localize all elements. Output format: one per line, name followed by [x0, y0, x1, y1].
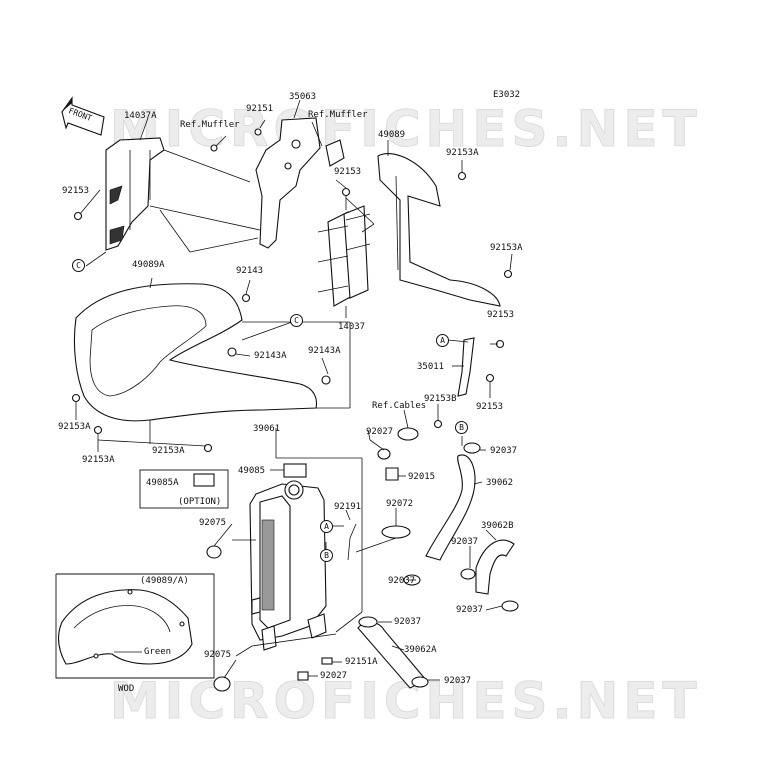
label-92153A-1: 92153A	[446, 148, 479, 158]
label-92191: 92191	[334, 502, 362, 512]
clamp-92037-top	[463, 442, 481, 454]
label-92143: 92143	[236, 266, 264, 276]
label-92153A-3: 92153A	[58, 422, 91, 432]
hose-39062B	[475, 539, 515, 595]
label-92015: 92015	[408, 472, 436, 482]
label-92072: 92072	[386, 499, 414, 509]
label-ref-muffler-1: Ref.Muffler	[180, 120, 240, 130]
label-92075-2: 92075	[204, 650, 232, 660]
label-92027-2: 92027	[320, 671, 348, 681]
marker-B-top: B	[455, 421, 468, 434]
label-92037-5: 92037	[394, 617, 422, 627]
watermark-top: MICROFICHES.NET	[110, 100, 702, 159]
marker-B-radiator: B	[320, 549, 333, 562]
label-92153-4: 92153	[476, 402, 504, 412]
label-92151A: 92151A	[345, 657, 378, 667]
damper-49085A	[193, 473, 215, 487]
label-92153-2: 92153	[334, 167, 362, 177]
stay-35011	[457, 337, 475, 397]
label-49089A: 49089A	[132, 260, 165, 270]
radiator-shroud-49089A	[73, 283, 318, 422]
marker-C-left: C	[72, 259, 85, 272]
option-box	[139, 469, 229, 509]
label-35011: 35011	[417, 362, 445, 372]
label-92151: 92151	[246, 104, 274, 114]
bolt-set	[71, 128, 513, 453]
marker-C-right: C	[290, 314, 303, 327]
label-inset-49089A: (49089/A)	[140, 576, 189, 586]
label-14037A: 14037A	[124, 111, 157, 121]
clamp-92027-lower	[297, 671, 309, 681]
label-39062B: 39062B	[481, 521, 514, 531]
label-39062A: 39062A	[404, 645, 437, 655]
label-92037-3: 92037	[388, 576, 416, 586]
front-arrow-icon	[61, 96, 105, 136]
clamp-92037-c	[501, 600, 519, 612]
radiator-shroud-49089	[377, 153, 501, 307]
label-14037: 14037	[338, 322, 366, 332]
grommet-92075-upper	[206, 545, 222, 559]
label-92037-4: 92037	[456, 605, 484, 615]
clamp-92037-d	[358, 616, 378, 628]
label-35063: 35063	[289, 92, 317, 102]
label-92153A-4: 92153A	[82, 455, 115, 465]
label-92027-1: 92027	[366, 427, 394, 437]
label-92153A-2: 92153A	[490, 243, 523, 253]
label-ref-muffler-2: Ref.Muffler	[308, 110, 368, 120]
label-49089: 49089	[378, 130, 406, 140]
label-49085A: 49085A	[146, 478, 179, 488]
label-92037-2: 92037	[451, 537, 479, 547]
marker-A-stay: A	[436, 334, 449, 347]
wod-inset	[55, 573, 215, 679]
label-92153-3: 92153	[487, 310, 515, 320]
watermark-bottom: MICROFICHES.NET	[110, 672, 702, 731]
clip-92015	[385, 467, 399, 481]
label-92037-6: 92037	[444, 676, 472, 686]
label-92143A-2: 92143A	[254, 351, 287, 361]
label-92075-1: 92075	[199, 518, 227, 528]
label-92153B: 92153B	[424, 394, 457, 404]
diagram-code: E3032	[493, 90, 521, 100]
shroud-bracket-14037A	[105, 137, 165, 251]
label-39062: 39062	[486, 478, 514, 488]
hose-39062	[425, 454, 476, 561]
label-49085: 49085	[238, 466, 266, 476]
label-92153A-5: 92153A	[152, 446, 185, 456]
radiator-39061	[249, 480, 327, 651]
label-92037-1: 92037	[490, 446, 518, 456]
label-ref-cables: Ref.Cables	[372, 401, 427, 411]
label-39061: 39061	[253, 424, 281, 434]
damper-49085	[283, 463, 307, 478]
label-option: (OPTION)	[178, 497, 222, 507]
band-92072	[381, 525, 411, 539]
label-92153-1: 92153	[62, 186, 90, 196]
label-green: Green	[144, 647, 172, 657]
bolt-92151A	[321, 657, 333, 665]
clamp-92037-e	[411, 676, 429, 688]
label-92143A-1: 92143A	[308, 346, 341, 356]
clamp-92027-upper	[397, 427, 419, 441]
cap-92015-area	[377, 448, 391, 460]
marker-A-radiator: A	[320, 520, 333, 533]
grommet-92075-lower	[213, 676, 231, 692]
radiator-louver-14037	[317, 205, 371, 307]
label-wod: WOD	[118, 684, 135, 694]
bracket-35063	[255, 117, 345, 249]
clamp-92037-b	[460, 568, 476, 580]
